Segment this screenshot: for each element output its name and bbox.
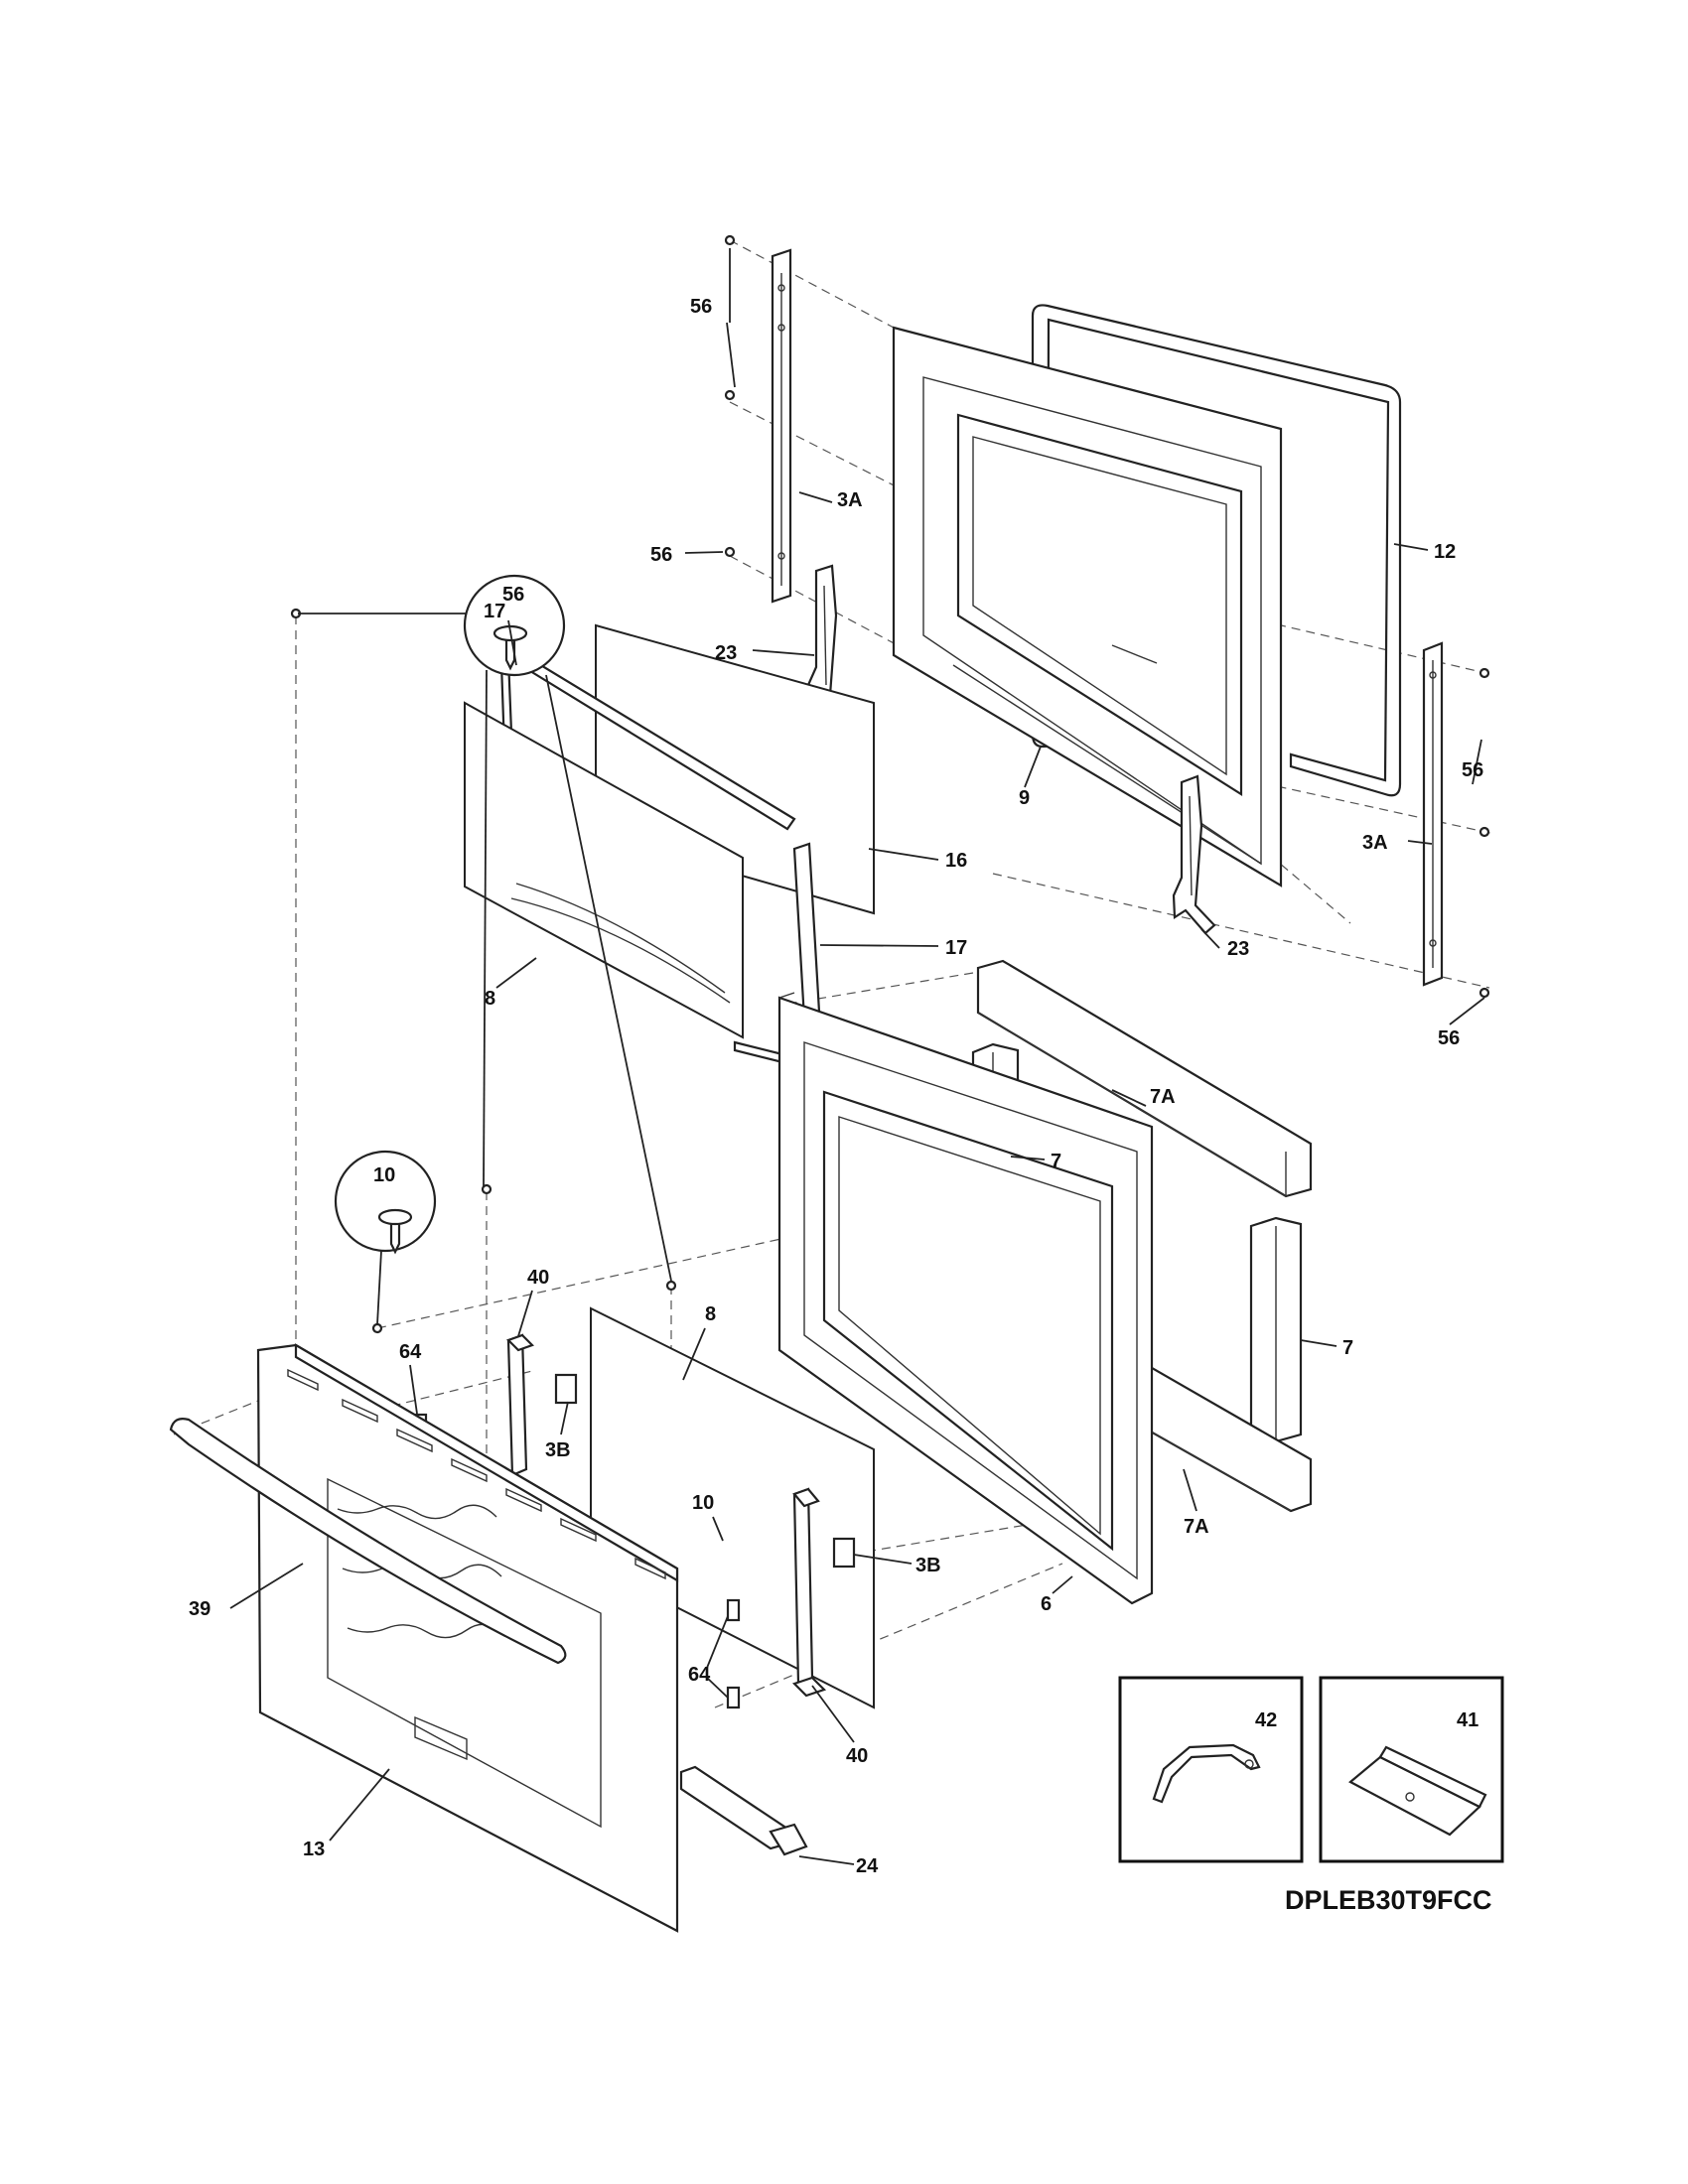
spacer-64-b — [726, 1686, 741, 1709]
inner-door-panel-9 — [892, 326, 1283, 887]
insulation-7-right — [1249, 1216, 1303, 1443]
spacer-64-a — [726, 1598, 741, 1622]
label-12: 12 — [1434, 541, 1456, 563]
label-8-glass: 8 — [485, 988, 495, 1010]
clip-3b-right — [832, 1537, 856, 1569]
label-56-mid: 56 — [650, 544, 672, 566]
insulation-7a-top — [976, 959, 1313, 1198]
label-41: 41 — [1457, 1709, 1478, 1731]
label-3a-left: 3A — [837, 489, 863, 511]
label-24: 24 — [856, 1855, 879, 1877]
screw-56-i — [665, 1280, 677, 1292]
door-liner-6 — [777, 992, 1154, 1605]
label-7-top: 7 — [1051, 1151, 1061, 1172]
door-vents — [287, 1368, 666, 1580]
label-56-top: 56 — [690, 296, 712, 318]
screw-56-d — [1478, 667, 1490, 679]
label-6: 6 — [1041, 1593, 1052, 1615]
screw-56-a — [724, 234, 736, 246]
label-3b-right: 3B — [915, 1555, 941, 1576]
label-56-right: 56 — [1462, 759, 1483, 781]
label-23-right: 23 — [1227, 938, 1249, 960]
label-3b-left: 3B — [545, 1439, 571, 1461]
door-gasket-12 — [1031, 304, 1402, 797]
label-64-bottom: 64 — [688, 1664, 711, 1686]
label-39: 39 — [189, 1598, 211, 1620]
callout-circle-56 — [298, 574, 672, 1282]
label-10-circle: 10 — [373, 1164, 395, 1186]
callout-circle-10 — [334, 1150, 437, 1325]
screw-56-h — [481, 1183, 492, 1195]
screw-56-e — [1478, 826, 1490, 838]
clip-3b-left — [554, 1373, 578, 1405]
label-40-top: 40 — [527, 1267, 549, 1289]
leader-lines — [229, 248, 1485, 1865]
hinge-receiver-3a-left — [771, 248, 792, 604]
label-16: 16 — [945, 850, 967, 872]
label-7a-top: 7A — [1150, 1086, 1176, 1108]
part-labels: 56 3A 56 12 23 17 16 17 8 9 56 3A 23 56 … — [189, 296, 1483, 1877]
label-40-bottom: 40 — [846, 1745, 868, 1767]
label-23-left: 23 — [715, 642, 737, 664]
screw-56-b — [724, 389, 736, 401]
door-slide-24 — [679, 1765, 808, 1856]
glass-8-outer — [464, 701, 744, 1039]
label-56-bottom-right: 56 — [1438, 1027, 1460, 1049]
label-7-right: 7 — [1342, 1337, 1353, 1359]
screw-56-c — [724, 546, 736, 558]
label-7a-bottom: 7A — [1184, 1516, 1209, 1538]
outer-door-13 — [256, 1343, 679, 1933]
label-56-circle: 56 — [502, 584, 524, 606]
screw-56-f — [1478, 987, 1490, 999]
label-10-mid: 10 — [692, 1492, 714, 1514]
label-9: 9 — [1019, 787, 1030, 809]
model-code: DPLEB30T9FCC — [1285, 1885, 1492, 1915]
label-8-panel: 8 — [705, 1303, 716, 1325]
screw-10-a — [371, 1322, 383, 1334]
label-64-top: 64 — [399, 1341, 422, 1363]
inset-box-42 — [1118, 1676, 1304, 1863]
bracket-40-left — [505, 1333, 535, 1477]
label-13: 13 — [303, 1839, 325, 1860]
label-3a-right: 3A — [1362, 832, 1388, 854]
label-42: 42 — [1255, 1709, 1277, 1731]
label-17-right: 17 — [945, 937, 967, 959]
inset-box-41 — [1319, 1676, 1504, 1863]
door-handle-39 — [169, 1418, 567, 1665]
glass-pack — [464, 623, 875, 1072]
hinge-receiver-3a-right — [1422, 641, 1444, 987]
label-17-top: 17 — [484, 601, 505, 622]
